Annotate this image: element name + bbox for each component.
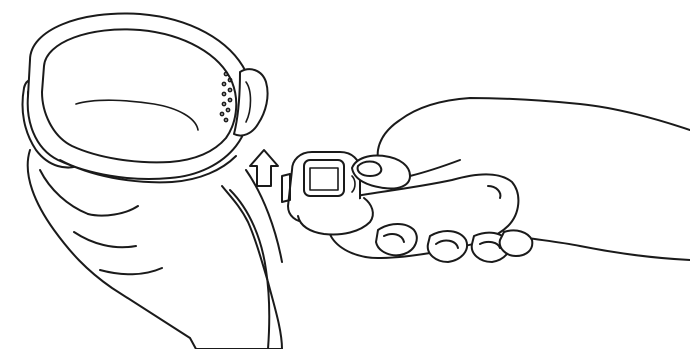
direction-arrow-up bbox=[250, 150, 278, 186]
strap-band bbox=[28, 13, 268, 182]
